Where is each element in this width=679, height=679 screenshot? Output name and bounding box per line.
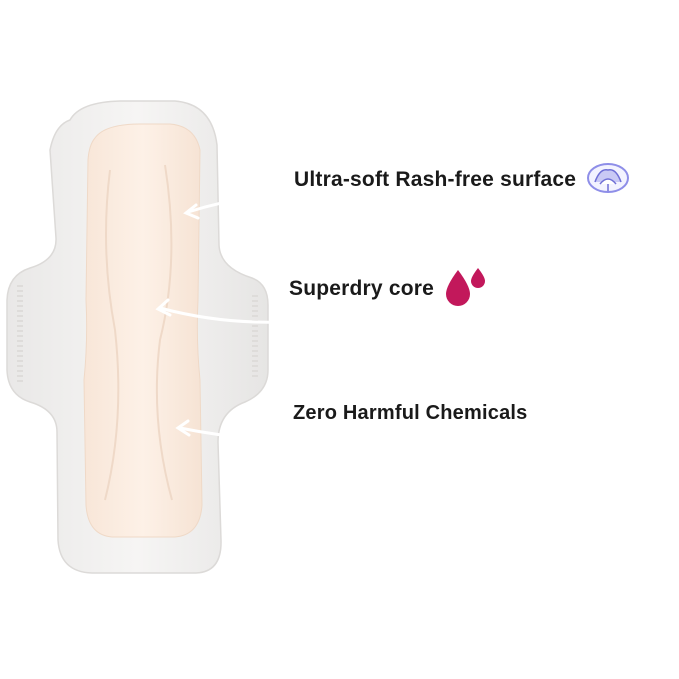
pad-absorbent-core — [83, 123, 203, 538]
feature-superdry-core: Superdry core — [289, 266, 488, 312]
feature-label: Superdry core — [289, 277, 434, 300]
drops-icon — [444, 266, 488, 312]
feature-ultra-soft: Ultra-soft Rash-free surface — [294, 160, 630, 200]
feature-label: Zero Harmful Chemicals — [293, 402, 528, 424]
cotton-flower-icon — [586, 160, 630, 200]
feature-zero-chemicals: Zero Harmful Chemicals — [293, 402, 527, 425]
feature-label: Ultra-soft Rash-free surface — [294, 168, 577, 191]
